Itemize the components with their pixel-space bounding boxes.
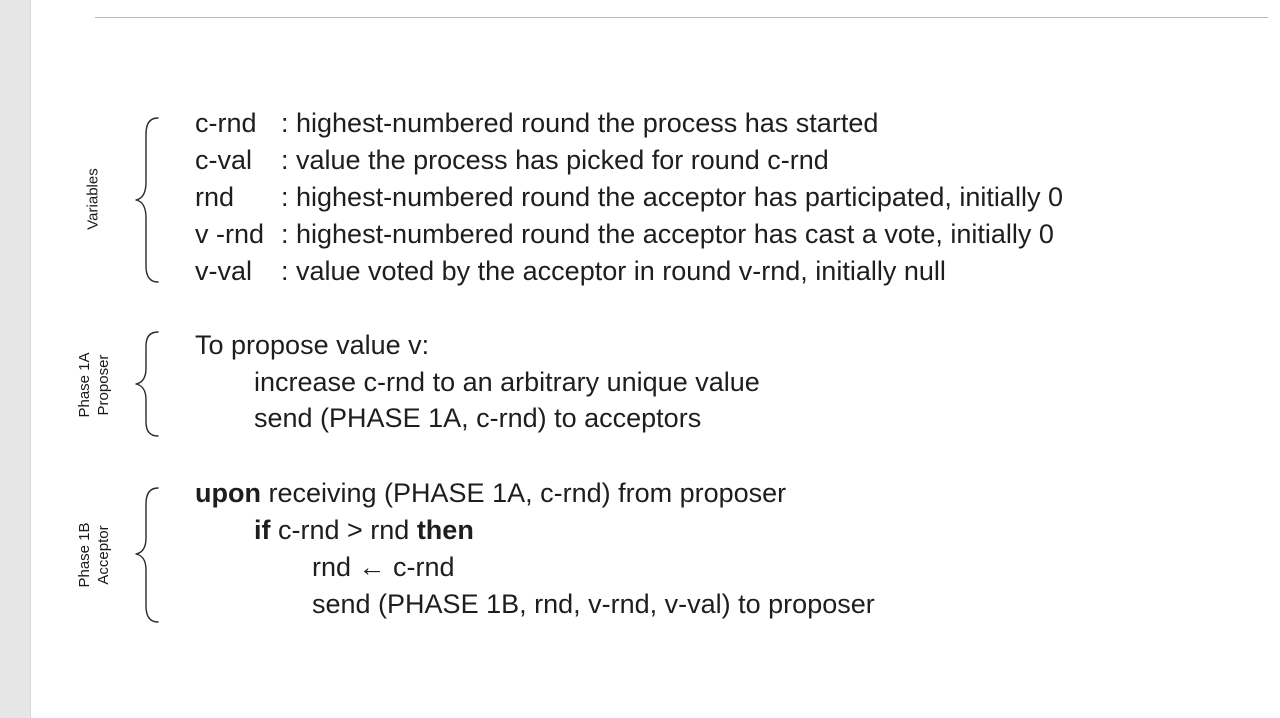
variable-description: : value voted by the acceptor in round v…: [281, 256, 946, 286]
phase1a-line-text: send (PHASE 1A, c-rnd) to acceptors: [254, 403, 702, 433]
phase1b-label-line1: Phase 1B: [76, 522, 93, 588]
phase1a-line-text: increase c-rnd to an arbitrary unique va…: [254, 367, 760, 397]
phase1b-line: rnd ← c-rnd: [312, 549, 455, 586]
variable-row: rnd : highest-numbered round the acceptor…: [195, 179, 1063, 216]
keyword-if: if: [254, 515, 271, 545]
phase1b-line: if c-rnd > rnd then: [254, 512, 474, 549]
phase1a-label-line2: Proposer: [95, 354, 112, 416]
phase1b-line-text: receiving (PHASE 1A, c-rnd) from propose…: [260, 478, 787, 508]
phase1b-line: upon receiving (PHASE 1A, c-rnd) from pr…: [195, 475, 786, 512]
variable-description: : value the process has picked for round…: [281, 145, 829, 175]
phase1a-label: Phase 1A Proposer: [75, 352, 113, 417]
phase1a-line: increase c-rnd to an arbitrary unique va…: [254, 364, 760, 401]
variable-name: rnd: [195, 182, 235, 212]
variable-name: c-rnd: [195, 108, 257, 138]
phase1a-label-line1: Phase 1A: [76, 352, 93, 418]
variable-description: : highest-numbered round the process has…: [281, 108, 879, 138]
page-margin: [0, 0, 31, 718]
variable-row: v -rnd : highest-numbered round the accep…: [195, 216, 1054, 253]
keyword-upon: upon: [195, 478, 261, 508]
variable-row: v-val : value voted by the acceptor in ro…: [195, 253, 946, 290]
phase1a-brace: [135, 331, 159, 437]
phase1b-label: Phase 1B Acceptor: [75, 522, 113, 587]
phase1b-line-text: c-rnd > rnd: [270, 515, 417, 545]
variables-label: Variables: [84, 168, 103, 229]
variable-row: c-rnd : highest-numbered round the proces…: [195, 105, 878, 142]
variable-row: c-val : value the process has picked for …: [195, 142, 829, 179]
variable-description: : highest-numbered round the acceptor ha…: [281, 182, 1063, 212]
variable-name: v-val: [195, 256, 253, 286]
phase1b-label-line2: Acceptor: [95, 525, 112, 585]
variables-brace: [135, 117, 159, 283]
keyword-then: then: [416, 515, 474, 545]
phase1a-line: To propose value v:: [195, 327, 429, 364]
variable-description: : highest-numbered round the acceptor ha…: [281, 219, 1054, 249]
variable-name: v -rnd: [195, 219, 265, 249]
phase1b-line-text: send (PHASE 1B, rnd, v-rnd, v-val) to pr…: [312, 589, 875, 619]
phase1a-line-text: To propose value v:: [195, 330, 430, 360]
variables-label-text: Variables: [84, 168, 102, 230]
phase1b-line-text: rnd ← c-rnd: [312, 552, 455, 582]
phase1b-brace: [135, 487, 159, 623]
top-divider: [95, 17, 1268, 18]
phase1b-line: send (PHASE 1B, rnd, v-rnd, v-val) to pr…: [312, 586, 875, 623]
phase1a-line: send (PHASE 1A, c-rnd) to acceptors: [254, 400, 701, 437]
variable-name: c-val: [195, 145, 253, 175]
